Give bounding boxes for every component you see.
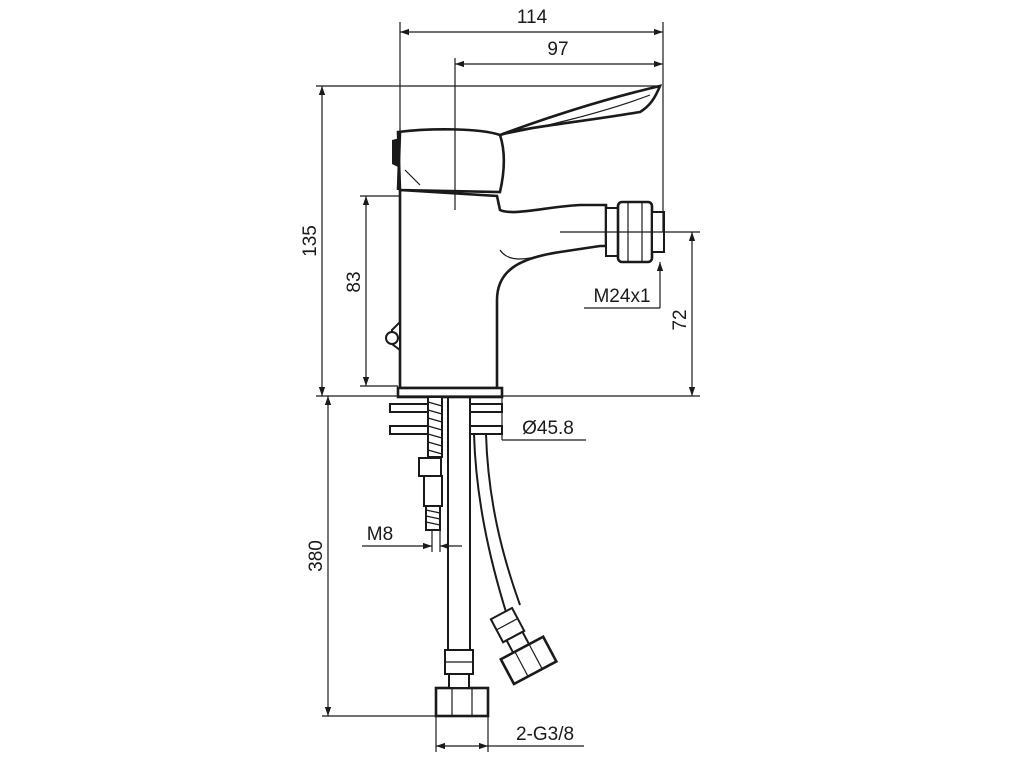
dim-outlet-height: 72 bbox=[670, 309, 691, 330]
dimension-labels: 114 97 135 83 72 M24x1 Ø45.8 M8 380 2-G3… bbox=[300, 7, 691, 745]
dim-stud-thread: M8 bbox=[367, 524, 393, 545]
dim-hose-connection: 2-G3/8 bbox=[516, 724, 574, 745]
dimension-lines bbox=[316, 22, 700, 752]
flexible-hoses bbox=[434, 397, 559, 718]
dim-base-diameter: Ø45.8 bbox=[522, 418, 574, 439]
dim-overall-height: 135 bbox=[300, 225, 321, 257]
dim-body-height: 83 bbox=[344, 271, 365, 292]
dim-hose-length: 380 bbox=[306, 540, 327, 572]
mixer-handle bbox=[392, 84, 663, 194]
mounting-base bbox=[389, 386, 504, 531]
dim-overall-width: 114 bbox=[517, 7, 548, 28]
dim-outlet-thread: M24x1 bbox=[593, 286, 650, 307]
dim-spout-reach: 97 bbox=[547, 39, 568, 60]
